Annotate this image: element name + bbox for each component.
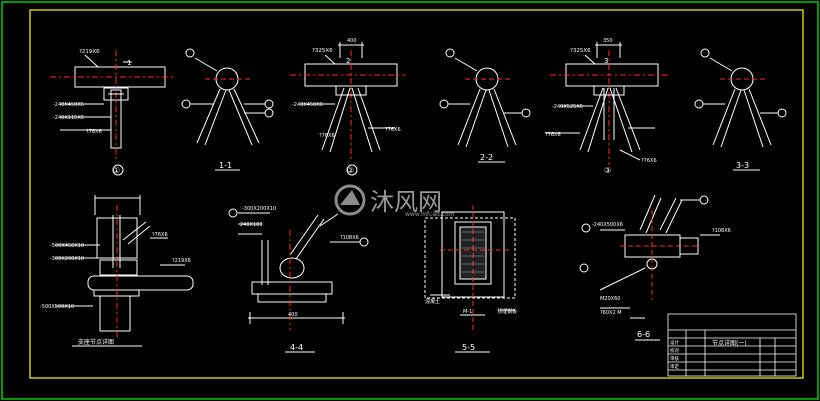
watermark-brand: 沐风网 [370,188,442,216]
section-title-6-6: 6-6 [637,330,650,339]
title-block [667,313,797,377]
detail-5-section [424,205,516,353]
callout-pipe-a: ?219X6 [79,49,100,55]
callout-plate-small: -240X115X6 [53,115,84,121]
title-row-2: 校对 [670,347,679,354]
detail-2-elevation [290,42,405,176]
watermark-url: www.mfcad.com [405,211,455,218]
callout-s4-top: -300X200X10 [242,206,276,212]
callout-s6-plate: -240X500X6 [592,222,623,228]
callout-s6-pipe: ?108X6 [712,228,731,234]
callout-node-left-1: -500X450X10 [50,243,84,249]
detail-3-section [694,48,787,171]
circle-label-3: ③ [604,166,611,175]
callout-pipe-c: ?325X6 [570,48,591,54]
callout-rod-3: ?76X6 [385,127,401,133]
support-node-detail [55,195,194,347]
callout-rod-1: ?76X6 [86,129,102,135]
callout-plate-1: -240X450X6 [53,102,84,108]
callout-rod-node: ?76X6 [152,232,168,238]
callout-pipe-node: ?219X6 [172,258,191,264]
dim-top-1: 400 [347,38,357,44]
section-mark-2: 2 [346,57,350,65]
title-block-name: 节点详图(一) [712,339,747,347]
callout-pipe-b: ?325X6 [312,48,333,54]
s5-note-right: 预埋钢板 [497,308,517,315]
callout-plate-3: -240X525X6 [552,104,583,110]
callout-plate-2: -240X450X6 [292,102,323,108]
dim-top-2: 350 [603,38,613,44]
section-title-2-2: 2-2 [480,153,493,162]
detail-4-section [228,208,369,353]
circle-label-2: ② [347,166,354,175]
watermark-logo [334,184,366,216]
callout-s4-side: ?108X6 [340,235,359,241]
section-title-3-3: 3-3 [736,161,749,170]
detail-2-section [439,48,531,163]
s5-center-label: M-1 [463,309,472,315]
dim-4: 400 [288,312,298,318]
circle-label-1: ① [113,166,120,175]
node-detail-title: 支座节点详图 [78,338,114,346]
detail-3-elevation [545,42,668,165]
section-title-1-1: 1-1 [219,161,232,170]
callout-s6-note: ?60X2 M [600,310,622,316]
s5-note-left: 混凝土 [425,298,440,305]
inner-frame [29,9,804,379]
callout-s6-bolt: M20X60 [600,296,620,302]
plate-hatch [462,231,484,273]
section-mark-1: 1 [127,59,131,67]
callout-s4-mid: 240X180 [240,222,263,228]
section-mark-3: 3 [604,57,608,65]
callout-rod-2: ?76X6 [319,133,335,139]
detail-6-section [579,194,720,341]
callout-rod-4: ?76X6 [545,132,561,138]
title-row-3: 审核 [670,355,679,362]
section-title-4-4: 4-4 [290,343,303,352]
detail-1-elevation [50,50,175,176]
detail-1-section [181,48,274,171]
callout-rod-5: ?76X6 [641,158,657,164]
callout-node-left-2: -300X200X10 [50,256,84,262]
callout-node-left-3: -500X500X10 [40,304,74,310]
title-row-4: 审定 [670,363,679,370]
title-row-1: 设计 [670,339,679,346]
section-title-5-5: 5-5 [462,343,475,352]
